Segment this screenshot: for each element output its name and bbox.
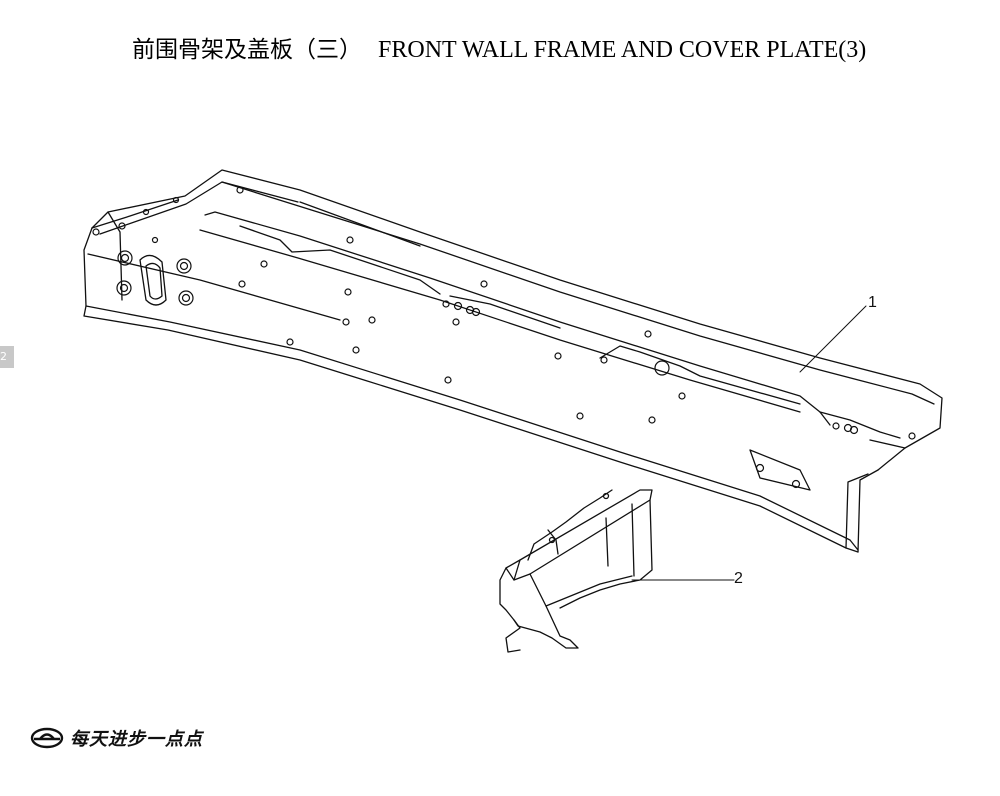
page-title: 前围骨架及盖板（三） FRONT WALL FRAME AND COVER PL…	[132, 30, 952, 64]
support-bracket-part-2	[499, 489, 653, 653]
footer-slogan: 每天进步一点点	[70, 729, 203, 750]
callout-label-2: 2	[734, 570, 743, 587]
footer-brand: 每天进步一点点	[30, 726, 203, 750]
side-page-tab[interactable]: 2	[0, 346, 14, 368]
parts-diagram	[83, 169, 943, 653]
brand-emblem-icon	[30, 727, 64, 749]
leader-line-1	[799, 305, 867, 373]
mounting-holes	[92, 186, 916, 489]
callout-label-1: 1	[868, 294, 877, 311]
page-title-english: FRONT WALL FRAME AND COVER PLATE(3)	[378, 37, 867, 63]
page-title-chinese: 前围骨架及盖板（三）	[132, 37, 362, 63]
front-wall-frame-part-1	[83, 169, 943, 553]
